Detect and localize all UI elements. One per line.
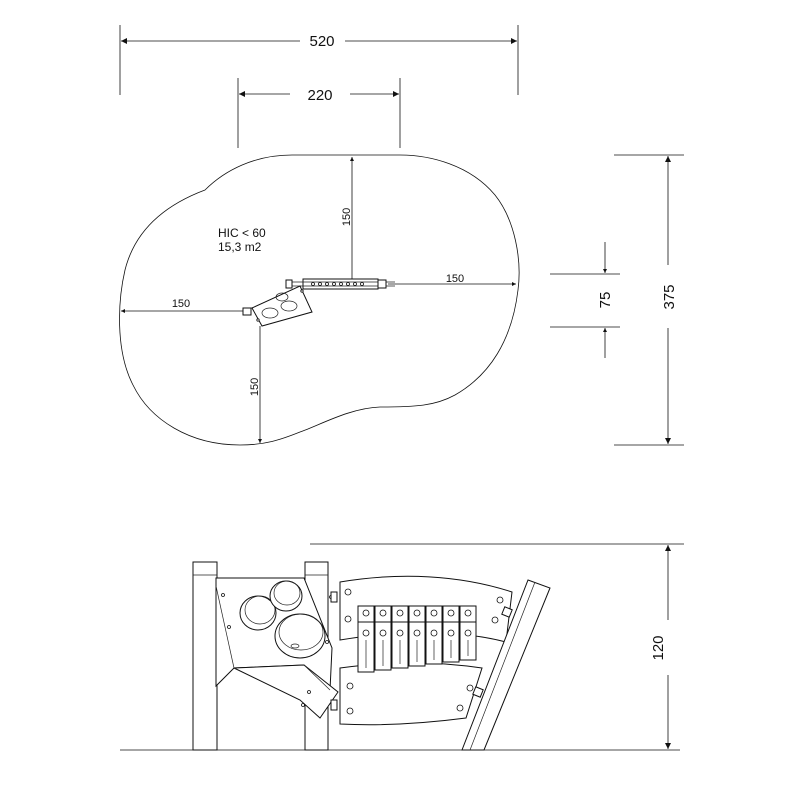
drum-panel-plan-symbol (242, 285, 313, 327)
radius-left-label: 150 (172, 298, 190, 310)
radius-top-label: 150 (341, 208, 353, 226)
inner-width-label: 220 (307, 87, 332, 104)
radius-dimensions: 150 150 150 150 (121, 157, 516, 443)
drum-large (274, 613, 326, 659)
left-post (192, 561, 218, 751)
height-label: 120 (650, 635, 667, 660)
dimension-gap-depth: 75 (550, 242, 620, 358)
xylophone-clamps (357, 605, 477, 637)
overall-depth-label: 375 (661, 284, 678, 309)
dimension-overall-width: 520 (119, 25, 519, 95)
hic-value: HIC < 60 (218, 226, 266, 240)
xylophone-plan-symbol (285, 278, 395, 290)
dimension-height: 120 (310, 543, 684, 749)
xylophone-unit (330, 575, 513, 726)
drum-panel (215, 577, 339, 719)
area-value: 15,3 m2 (218, 240, 262, 254)
dimension-overall-depth: 375 (614, 154, 684, 446)
side-view: 120 (120, 543, 684, 751)
dimension-inner-width: 220 (237, 78, 401, 148)
radius-right-label: 150 (446, 273, 464, 285)
safety-area-outline (119, 154, 520, 446)
overall-width-label: 520 (309, 33, 334, 50)
slanted-post (461, 579, 551, 751)
top-view: 520 220 150 150 150 150 HIC < 60 15,3 m2 (119, 25, 684, 446)
gap-depth-label: 75 (597, 292, 614, 309)
xylophone-bars (357, 619, 477, 673)
radius-bottom-label: 150 (249, 378, 261, 396)
drum-medium (239, 595, 277, 631)
drum-small (269, 580, 303, 612)
